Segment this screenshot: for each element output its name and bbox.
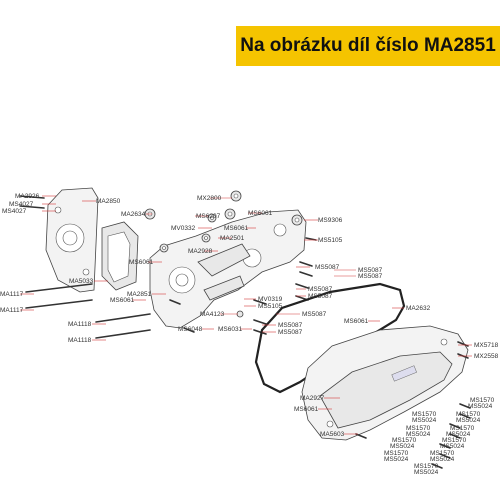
label-ms1570-5: MS1570 [450, 425, 475, 432]
label-ms6061-e: MS6061 [344, 318, 369, 325]
label-ms1570-6: MS1570 [392, 437, 417, 444]
label-mv0332: MV0332 [171, 225, 196, 232]
label-ms4027-a: MS4027 [9, 201, 34, 208]
label-ms6207: MS6207 [196, 213, 221, 220]
label-ms6061-f: MS6061 [294, 406, 319, 413]
label-mx2800: MX2800 [197, 195, 222, 202]
label-ms5087-h: MS5087 [278, 329, 303, 336]
label-ms5024-10: MS5024 [414, 469, 439, 476]
label-ms4027-b: MS4027 [2, 208, 27, 215]
label-ms5105-top: MS5105 [318, 237, 343, 244]
label-ms5024-6: MS5024 [390, 443, 415, 450]
label-ms6061-top: MS6061 [248, 210, 273, 217]
label-ms5087-f: MS5087 [302, 311, 327, 318]
left-crankcase-cover [45, 187, 99, 293]
label-ms5087-e: MS5087 [308, 293, 333, 300]
label-ms1570-4: MS1570 [406, 425, 431, 432]
label-ma2632: MA2632 [406, 305, 431, 312]
label-ms5024-3: MS5024 [456, 417, 481, 424]
left-gasket [101, 221, 139, 291]
label-ms5024-4: MS5024 [406, 431, 431, 438]
label-ms1570-8: MS1570 [384, 450, 409, 457]
part-number-banner: Na obrázku díl číslo MA2851 [236, 26, 500, 66]
banner-title: Na obrázku díl číslo MA2851 [240, 35, 496, 56]
label-ms6031: MS6031 [218, 326, 243, 333]
label-ms6061-c: MS6061 [129, 259, 154, 266]
label-ms5087-g: MS5087 [278, 322, 303, 329]
label-ms5087-c: MS5087 [358, 273, 383, 280]
label-ma1117-a: MA1117 [0, 291, 24, 298]
label-ma2928: MA2928 [188, 248, 213, 255]
label-ms6048: MS6048 [178, 326, 203, 333]
label-ma1117-b: MA1117 [0, 307, 24, 314]
label-mv0319: MV0319 [258, 296, 283, 303]
label-ma5033: MA5033 [69, 278, 94, 285]
part-labels: MA2926 MS4027 MS4027 MA2850 MX2800 MA263… [0, 193, 499, 476]
label-ma1118-b: MA1118 [68, 337, 92, 344]
label-ms1570-2: MS1570 [470, 397, 495, 404]
label-ms1570-9: MS1570 [430, 450, 455, 457]
label-ms1570-1: MS1570 [412, 411, 437, 418]
label-mx2558: MX2558 [474, 353, 499, 360]
label-ms5024-9: MS5024 [430, 456, 455, 463]
label-ms5024-5: MS5024 [446, 431, 471, 438]
cvt-outer-cover [301, 325, 469, 441]
label-ma4123: MA4123 [200, 311, 225, 318]
label-ms6061-b: MS6061 [224, 225, 249, 232]
long-studs [19, 195, 151, 339]
label-ma2501: MA2501 [220, 235, 245, 242]
label-mx5718: MX5718 [474, 342, 499, 349]
label-ms5105-b: MS5105 [258, 303, 283, 310]
label-ms5024-2: MS5024 [468, 403, 493, 410]
label-ma2851: MA2851 [127, 291, 152, 298]
bearings-and-seals [144, 190, 303, 318]
label-ms5087-d: MS5087 [308, 286, 333, 293]
label-ma2634: MA2634 [121, 211, 146, 218]
label-ms5087-b: MS5087 [358, 267, 383, 274]
label-ms6061-d: MS6061 [110, 297, 135, 304]
crankcase-bolts [169, 237, 317, 335]
label-ms1570-10: MS1570 [414, 463, 439, 470]
label-ms5024-7: MS5024 [440, 443, 465, 450]
label-ms1570-7: MS1570 [442, 437, 467, 444]
label-ma2927: MA2927 [300, 395, 325, 402]
label-ma2926: MA2926 [15, 193, 40, 200]
label-ma5603: MA5603 [320, 431, 345, 438]
label-ms5087-a: MS5087 [315, 264, 340, 271]
main-crankcase [149, 209, 307, 329]
label-ma1118-a: MA1118 [68, 321, 92, 328]
label-ms9306: MS9306 [318, 217, 343, 224]
label-ms1570-3: MS1570 [456, 411, 481, 418]
label-ms5024-1: MS5024 [412, 417, 437, 424]
label-ma2850: MA2850 [96, 198, 121, 205]
label-ms5024-8: MS5024 [384, 456, 409, 463]
leader-lines [20, 195, 472, 435]
